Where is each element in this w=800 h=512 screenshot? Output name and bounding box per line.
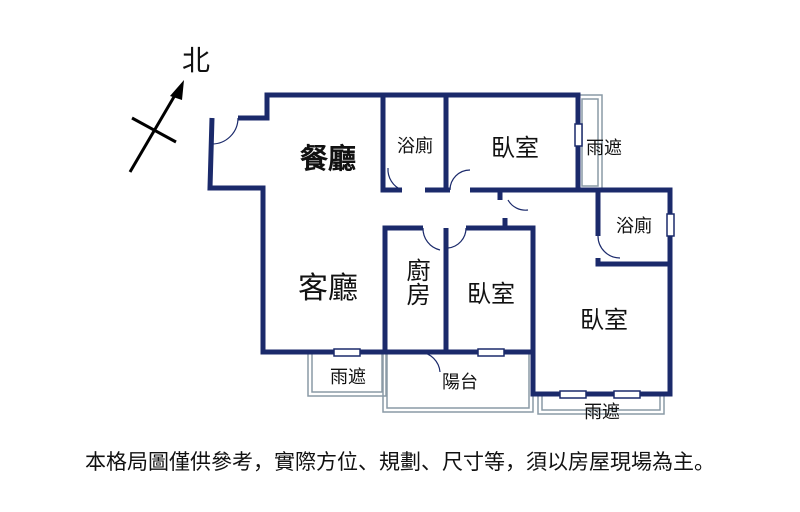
wall-bedroom-mid xyxy=(466,225,536,352)
window-bath-right xyxy=(666,213,675,237)
wall-kitchen xyxy=(382,225,423,352)
room-label-bedroom-top: 臥室 xyxy=(491,134,539,162)
room-label-bedroom-mid: 臥室 xyxy=(467,280,515,308)
compass-north-label: 北 xyxy=(182,44,210,77)
compass: 北 xyxy=(128,44,210,173)
room-label-kitchen-text: 廚房 xyxy=(402,258,430,306)
door-bath-right xyxy=(597,235,621,259)
compass-arrowhead xyxy=(170,80,184,100)
wall-bath-right-bottom xyxy=(595,258,670,267)
walls xyxy=(207,92,673,397)
door-kitchen xyxy=(422,227,441,251)
room-label-bedroom-right: 臥室 xyxy=(580,306,628,334)
door-bedroom-top xyxy=(449,169,471,191)
windows xyxy=(333,123,675,399)
room-label-living: 客廳 xyxy=(298,271,358,306)
balcony-inner xyxy=(386,352,530,409)
window-bedroom-right-1 xyxy=(559,390,587,399)
window-living xyxy=(333,348,361,357)
window-bedroom-top xyxy=(574,123,583,147)
window-bedroom-right-2 xyxy=(613,390,641,399)
window-bedroom-mid xyxy=(477,348,505,357)
wall-bath-top-left xyxy=(380,95,402,193)
room-label-bath-top: 浴廁 xyxy=(397,135,433,157)
room-label-dining: 餐廳 xyxy=(300,142,356,175)
door-balcony xyxy=(419,351,441,373)
room-label-awning-bottom-left: 雨遮 xyxy=(330,367,366,388)
room-label-kitchen: 廚房 xyxy=(402,258,430,306)
door-bedroom-right xyxy=(507,199,529,211)
door-bath-top xyxy=(387,167,403,191)
room-label-bath-right: 浴廁 xyxy=(616,215,652,237)
room-label-awning-bottom-right: 雨遮 xyxy=(584,402,620,423)
compass-cross xyxy=(131,116,177,144)
door-entry xyxy=(211,117,239,145)
doors xyxy=(211,117,621,373)
room-label-balcony: 陽台 xyxy=(442,372,478,393)
disclaimer-text: 本格局圖僅供參考，實際方位、規劃、尺寸等，須以房屋現場為主。 xyxy=(85,450,715,474)
outer-wall xyxy=(207,92,673,397)
door-bedroom-mid xyxy=(447,227,467,249)
room-label-awning-right-top: 雨遮 xyxy=(586,138,622,159)
